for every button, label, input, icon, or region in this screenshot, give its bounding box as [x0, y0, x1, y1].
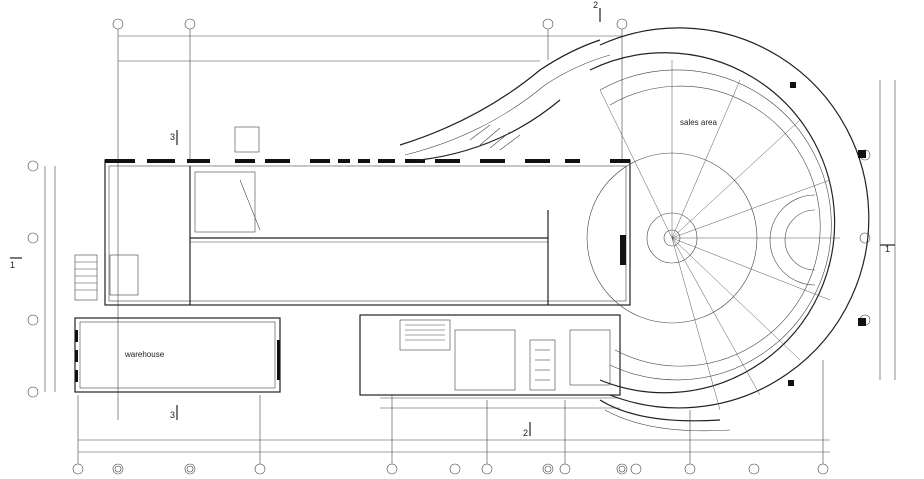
- section-mark-bottom: 2: [523, 428, 528, 438]
- sales-area-label: sales area: [680, 118, 717, 127]
- service-rooms: [359, 314, 621, 409]
- section-marks: 2 2 3 3 1 1: [10, 0, 895, 438]
- warehouse-label: warehouse: [124, 350, 165, 359]
- section-mark-1-right: 1: [885, 244, 890, 254]
- grid-axes-sides: [27, 80, 896, 398]
- section-mark-1-left: 1: [10, 260, 15, 270]
- left-stairs: [74, 254, 139, 301]
- grid-axes-bottom: [72, 360, 830, 475]
- section-mark-top: 2: [593, 0, 598, 10]
- curved-corridor: [399, 39, 731, 432]
- sales-rotunda: sales area: [586, 27, 870, 411]
- main-hall: [104, 126, 631, 306]
- section-mark-3-bottom: 3: [170, 410, 175, 420]
- grid-axes-top: [112, 18, 628, 420]
- section-mark-3-top: 3: [170, 132, 175, 142]
- warehouse: warehouse: [74, 317, 281, 393]
